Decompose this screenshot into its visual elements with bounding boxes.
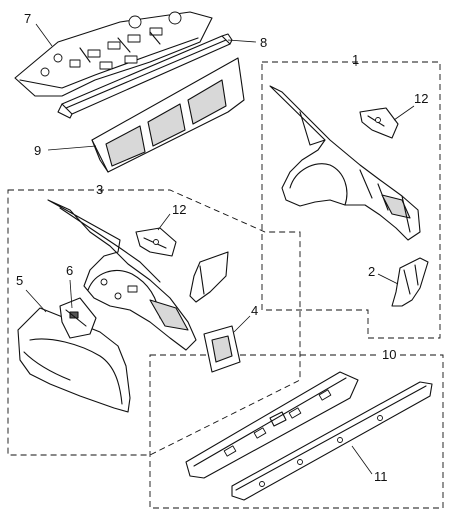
small-gusset-left <box>135 227 177 257</box>
callout-12-right: 12 <box>414 91 429 106</box>
closing-plate <box>189 251 229 303</box>
callout-3: 3 <box>96 182 104 197</box>
leader-6 <box>69 279 73 309</box>
leader-4 <box>233 315 251 333</box>
callout-10: 10 <box>380 347 399 362</box>
rear-crossmember <box>185 371 359 479</box>
callout-5: 5 <box>16 273 24 288</box>
rear-panel <box>91 57 245 173</box>
leader-9 <box>47 145 97 151</box>
callout-9: 9 <box>34 143 42 158</box>
leader-12-right <box>393 105 415 121</box>
leader-11 <box>351 445 373 475</box>
quarter-inner-panel <box>269 85 421 241</box>
leader-2 <box>377 273 399 285</box>
callout-11: 11 <box>374 469 388 484</box>
group-3-boundary <box>7 189 301 456</box>
rear-parcel-shelf <box>14 11 213 97</box>
quarter-bracket <box>391 257 429 307</box>
leader-5 <box>25 289 47 313</box>
callout-8: 8 <box>260 35 268 50</box>
group-10-boundary <box>149 354 444 509</box>
callout-12-left: 12 <box>172 202 187 217</box>
callout-4: 4 <box>251 303 259 318</box>
callout-7: 7 <box>24 11 32 26</box>
callout-1: 1 <box>352 52 360 67</box>
access-plate <box>203 325 241 373</box>
rear-cross-rail <box>57 33 233 119</box>
leader-8 <box>227 39 257 43</box>
leader-7 <box>35 23 53 47</box>
small-gusset-right <box>359 107 399 139</box>
callout-6: 6 <box>66 263 74 278</box>
leader-12-left <box>157 213 171 231</box>
callout-2: 2 <box>368 264 376 279</box>
group-1-boundary <box>261 61 441 339</box>
wheelhouse-bracket <box>59 297 97 339</box>
lower-rear-rail <box>231 381 433 501</box>
inner-wheelarch-assembly <box>47 199 197 351</box>
